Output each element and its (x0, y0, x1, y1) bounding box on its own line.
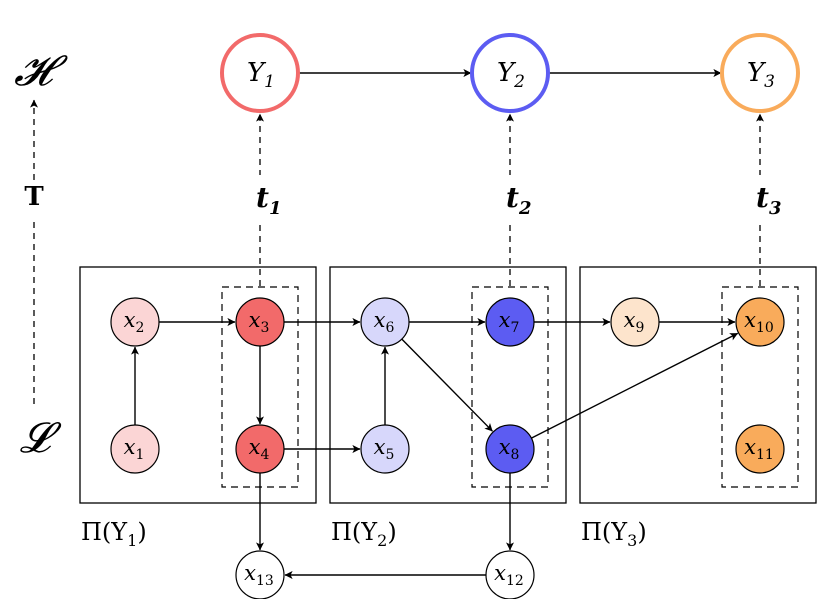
node-Y3-label: Y3 (747, 58, 775, 92)
node-Y2-circle (470, 33, 550, 113)
node-x1-circle (110, 424, 160, 474)
transform-label: T (24, 182, 44, 212)
node-x4-circle (235, 424, 285, 474)
node-Y1-label: Y1 (247, 58, 275, 92)
partition-boxes (79, 266, 817, 504)
node-x5: x5 (360, 424, 410, 474)
node-Y1-circle (220, 33, 300, 113)
node-x1: x1 (110, 424, 160, 474)
node-x3-circle (235, 297, 285, 347)
node-x9: x9 (610, 297, 660, 347)
high-level-label: 𝓗 (14, 46, 68, 95)
node-x6-label: x6 (374, 308, 395, 336)
node-x1-label: x1 (124, 435, 145, 463)
node-x8: x8 (485, 424, 535, 474)
node-x5-label: x5 (374, 435, 395, 463)
node-x6-circle (360, 297, 410, 347)
transform-label-t3: t3 (756, 181, 781, 219)
node-Y3-circle (720, 33, 800, 113)
node-x7-circle (485, 297, 535, 347)
node-Y2-label: Y2 (497, 58, 525, 92)
node-x11: x11 (735, 424, 785, 474)
edge-x8-x10 (531, 332, 739, 439)
partition-labels: Π(Y1) Π(Y2) Π(Y3) (81, 518, 647, 550)
node-x2-circle (110, 297, 160, 347)
edge-x6-x8 (401, 338, 493, 432)
low-level-label: 𝓛 (20, 413, 62, 462)
node-x3-label: x3 (249, 308, 270, 336)
partition-box-y2 (329, 266, 567, 504)
partition-label-y2: Π(Y2) (331, 518, 397, 550)
node-x12-circle (485, 550, 535, 599)
partition-label-y3: Π(Y3) (581, 518, 647, 550)
abstraction-box-y3 (721, 286, 799, 488)
node-Y2: Y2 (470, 33, 550, 113)
node-x13-label: x13 (244, 561, 274, 589)
node-x8-circle (485, 424, 535, 474)
node-x7-label: x7 (499, 308, 520, 336)
node-x13: x13 (235, 550, 285, 599)
transform-arrows: t1 t2 t3 (238, 113, 784, 286)
low-level-nodes: x1 x2 x3 x4 x5 x6 x7 x8 x9 x10 x11 x12 x13 (110, 297, 785, 599)
node-x4: x4 (235, 424, 285, 474)
node-x13-circle (235, 550, 285, 599)
node-x11-circle (735, 424, 785, 474)
node-x10: x10 (735, 297, 785, 347)
node-x2: x2 (110, 297, 160, 347)
node-x5-circle (360, 424, 410, 474)
node-x12: x12 (485, 550, 535, 599)
edges (131, 69, 739, 579)
node-x3: x3 (235, 297, 285, 347)
node-x7: x7 (485, 297, 535, 347)
node-x11-label: x11 (744, 435, 774, 463)
transform-label-t2: t2 (506, 181, 531, 219)
node-x9-label: x9 (624, 308, 645, 336)
node-x10-circle (735, 297, 785, 347)
high-level-nodes: Y1 Y2 Y3 (220, 33, 800, 113)
partition-label-y1: Π(Y1) (81, 518, 147, 550)
node-x6: x6 (360, 297, 410, 347)
transform-label-t1: t1 (256, 181, 281, 219)
node-x8-label: x8 (499, 435, 520, 463)
partition-box-y3 (579, 266, 817, 504)
level-axis: 𝓗 T 𝓛 (14, 46, 68, 462)
node-Y1: Y1 (220, 33, 300, 113)
node-Y3: Y3 (720, 33, 800, 113)
partition-box-y1 (79, 266, 317, 504)
node-x10-label: x10 (744, 308, 774, 336)
node-x4-label: x4 (249, 435, 270, 463)
node-x9-circle (610, 297, 660, 347)
node-x12-label: x12 (494, 561, 524, 589)
node-x2-label: x2 (124, 308, 145, 336)
